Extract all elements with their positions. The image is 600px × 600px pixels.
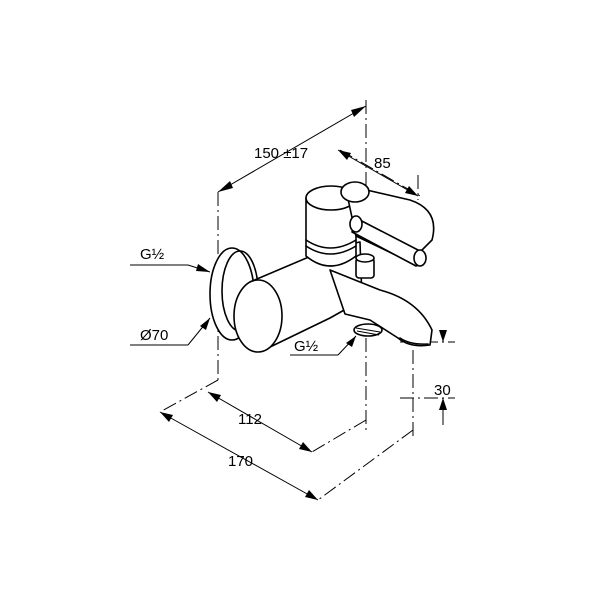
dimension-labels: 150 ±17 85 G½ Ø70 G½ 30 112 170: [140, 145, 451, 470]
label-diameter-70: Ø70: [140, 327, 168, 344]
dimension-lines: [130, 105, 447, 501]
label-g-half-inlet: G½: [140, 246, 165, 263]
label-150: 150 ±17: [254, 145, 308, 162]
faucet-body: [209, 181, 435, 353]
label-85: 85: [374, 155, 391, 172]
label-g-half-outlet: G½: [294, 338, 319, 355]
label-112: 112: [238, 411, 262, 428]
extension-lines: [159, 100, 455, 501]
spout: [329, 269, 433, 347]
label-170: 170: [228, 453, 253, 470]
label-30: 30: [434, 382, 451, 399]
cartridge-column: [305, 197, 357, 267]
